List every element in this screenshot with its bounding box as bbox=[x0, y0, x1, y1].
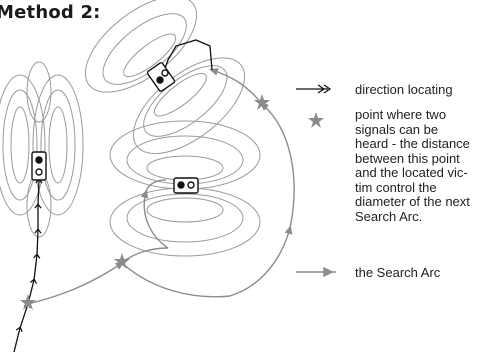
star-marker-icon bbox=[308, 112, 324, 128]
transceiver-icon bbox=[173, 177, 199, 194]
field-lines-left bbox=[0, 61, 84, 238]
legend-search-arc: the Search Arc bbox=[355, 265, 441, 280]
search-arc-arrow-icon bbox=[296, 266, 336, 278]
transceiver-icon bbox=[146, 62, 176, 92]
direction-arrow-icon bbox=[296, 84, 332, 94]
legend-two-signals-point: point where two signals can be heard - t… bbox=[355, 107, 470, 224]
legend-direction-locating: direction locating bbox=[355, 82, 453, 97]
transceiver-icon bbox=[31, 151, 47, 181]
star-marker-icon bbox=[20, 94, 270, 310]
search-arc bbox=[27, 68, 295, 305]
field-lines-middle bbox=[109, 120, 261, 257]
method-title: Method 2: bbox=[0, 2, 101, 23]
